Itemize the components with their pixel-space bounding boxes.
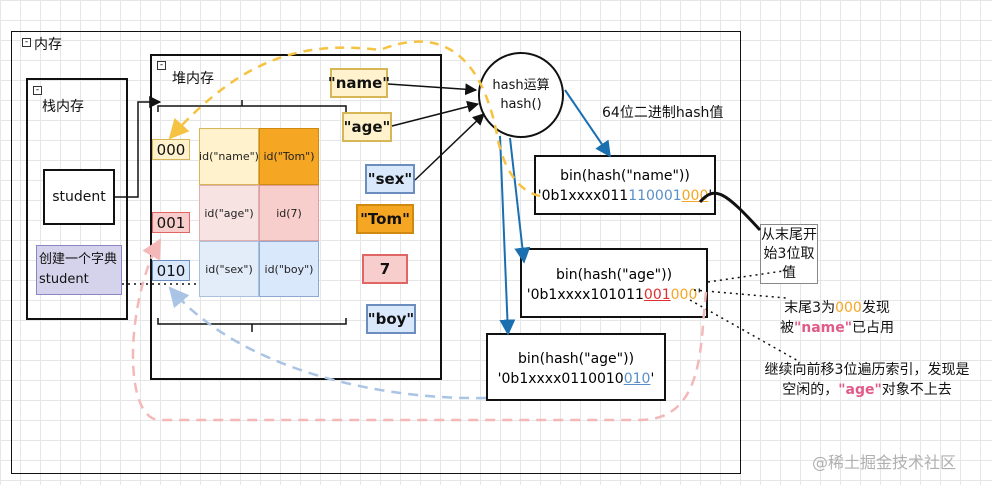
brace-bottom: [157, 318, 347, 332]
table-cell-value-boy: id("boy"): [259, 241, 319, 297]
hash-to-bin-age-shifted-arrow: [499, 135, 516, 336]
value-tom: "Tom": [356, 204, 414, 234]
tail-indicator-line: [698, 191, 762, 232]
bin-value: '0b1xxxx011110001000': [537, 188, 713, 204]
collapse-icon[interactable]: -: [22, 38, 31, 47]
bin-title: bin(hash("age")): [517, 351, 635, 367]
table-cell-value-7: id(7): [259, 185, 319, 241]
heap-frame: [150, 54, 442, 380]
watermark: @稀土掘金技术社区: [812, 453, 957, 472]
heap-frame-title: 堆内存: [172, 71, 214, 87]
bin-value: '0b1xxxx101011001000': [526, 287, 702, 303]
student-variable: student: [43, 169, 115, 225]
key-sex: "sex": [365, 164, 415, 194]
hash-function-circle: hash运算 hash(): [478, 52, 564, 138]
index-000: 000: [152, 139, 190, 160]
collapse-icon[interactable]: -: [157, 61, 166, 70]
probe-note: 继续向前移3位遍历索引，发现是 空闲的，"age"对象不上去: [764, 362, 970, 398]
hash-bits-label: 64位二进制hash值: [602, 105, 724, 121]
create-dict-note: 创建一个字典student: [36, 245, 122, 295]
table-cell-key-age: id("age"): [199, 185, 259, 241]
key-age: "age": [342, 112, 392, 142]
index-001: 001: [152, 212, 190, 233]
probe-dotted-link: [689, 299, 801, 363]
key-name: "name": [328, 68, 390, 98]
bin-box-name: bin(hash("name")) '0b1xxxx011110001000': [534, 155, 716, 215]
student-to-heap-arrow: [115, 96, 162, 198]
age-collision-to-index-001-arrow: [131, 238, 708, 422]
key-name-to-hash-arrow: [387, 83, 478, 96]
create-dict-note-text: 创建一个字典student: [39, 252, 118, 287]
hash-to-bin-age-arrow: [509, 137, 531, 264]
stack-frame-title: 栈内存: [42, 99, 84, 115]
table-cell-key-sex: id("sex"): [199, 241, 259, 297]
table-cell-value-tom: id("Tom"): [259, 128, 319, 185]
hash-label-2: hash(): [500, 97, 542, 112]
value-7: 7: [362, 254, 408, 284]
bin-box-age: bin(hash("age")) '0b1xxxx101011001000': [520, 248, 708, 318]
index-010: 010: [152, 260, 190, 281]
bin-box-age-shifted: bin(hash("age")) '0b1xxxx0110010010': [486, 333, 666, 401]
brace-top: [157, 100, 347, 112]
hash-to-bin-name-arrow: [564, 89, 611, 158]
key-sex-to-hash-arrow: [414, 113, 485, 181]
collision-note: 末尾3为000发现 被"name"已占用: [779, 300, 895, 336]
bin-value: '0b1xxxx0110010010': [497, 371, 655, 387]
table-cell-key-name: id("name"): [199, 128, 259, 185]
from-tail-note-text: 从末尾开始3位取值: [761, 227, 817, 281]
memory-frame-title: 内存: [34, 37, 62, 53]
stack-frame: [26, 78, 128, 320]
from-tail-note: 从末尾开始3位取值: [760, 224, 818, 284]
bin-title: bin(hash("age")): [555, 267, 673, 283]
hash-label-1: hash运算: [492, 78, 550, 93]
memory-frame: [11, 31, 741, 474]
collision-dotted-link: [693, 269, 791, 299]
bin-title: bin(hash("name")): [560, 168, 690, 184]
name-to-index-000-arrow: [168, 40, 541, 198]
age-shifted-to-index-010-arrow: [168, 286, 487, 400]
collapse-icon[interactable]: -: [33, 86, 42, 95]
value-boy: "boy": [366, 304, 416, 334]
key-age-to-hash-arrow: [391, 100, 480, 127]
